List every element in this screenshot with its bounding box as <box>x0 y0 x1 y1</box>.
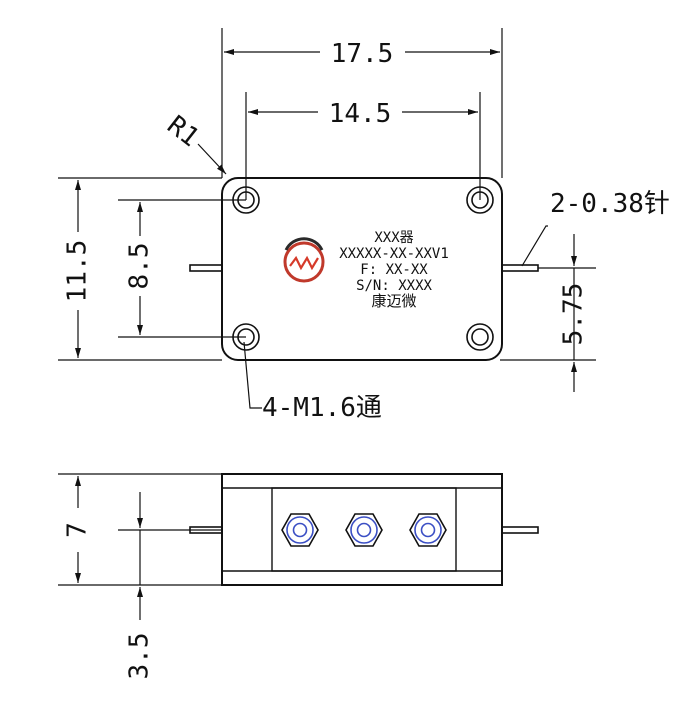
mounting-hole <box>466 323 494 351</box>
dim-overall-height: 11.5 <box>63 240 93 303</box>
dim-hole-spacing-y: 8.5 <box>125 243 155 290</box>
connector <box>409 513 447 547</box>
top-view <box>58 28 596 409</box>
label-line-1: XXX器 <box>374 230 413 246</box>
device-body-side <box>221 473 503 586</box>
dim-corner-radius: R1 <box>161 110 204 153</box>
dim-pin-height: 5.75 <box>559 283 589 346</box>
connector <box>345 513 383 547</box>
pins-callout: 2-0.38针 <box>550 189 670 219</box>
leader-holes <box>243 341 262 409</box>
side-pin-left <box>189 526 223 534</box>
connector <box>281 513 319 547</box>
dim-overall-width: 17.5 <box>331 39 394 69</box>
dim-side-pin-height: 3.5 <box>125 633 155 680</box>
mounting-hole <box>466 186 494 214</box>
dim-side-height: 7 <box>63 522 93 538</box>
connector-panel <box>271 487 457 572</box>
side-pin-right <box>501 526 539 534</box>
holes-callout: 4-M1.6通 <box>262 393 382 423</box>
dim-hole-spacing-x: 14.5 <box>329 99 392 129</box>
label-line-5: 康迈微 <box>371 292 416 310</box>
leader-r1 <box>197 143 227 175</box>
label-line-3: F: XX-XX <box>360 262 428 278</box>
mounting-hole <box>232 186 260 214</box>
company-logo <box>283 237 325 283</box>
label-line-4: S/N: XXXX <box>356 278 432 294</box>
side-view <box>58 473 539 620</box>
leader-pins <box>521 225 548 267</box>
label-line-2: XXXXX-XX-XXV1 <box>339 246 449 262</box>
pin-right <box>501 264 539 272</box>
mounting-hole <box>232 323 260 351</box>
pin-left <box>189 264 223 272</box>
